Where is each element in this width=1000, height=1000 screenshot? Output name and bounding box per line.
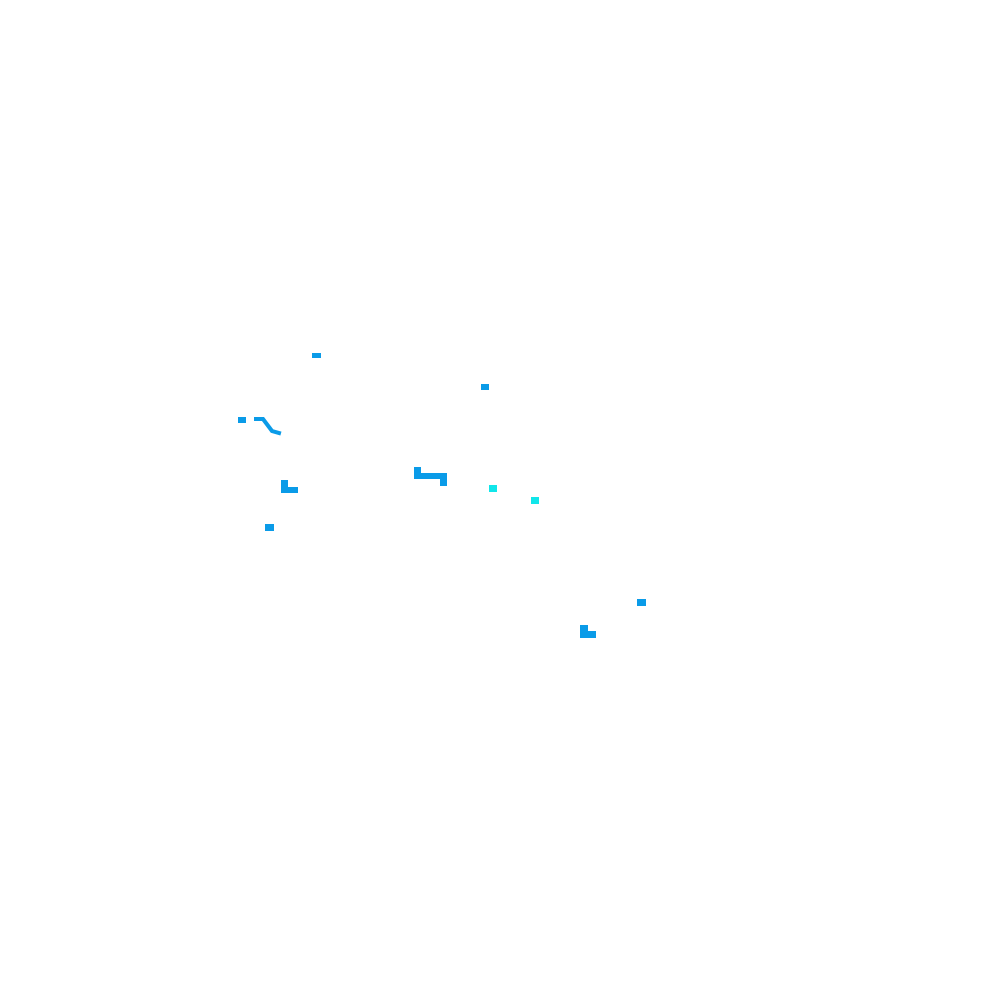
fragment-dash-2 <box>481 384 489 390</box>
fragment-piece <box>254 417 282 436</box>
fragment-dash-10 <box>637 599 646 606</box>
fragment-corner-11 <box>580 625 596 638</box>
fragment-hook-line-4 <box>254 417 282 436</box>
fragment-piece <box>481 384 489 390</box>
fragment-piece <box>312 353 321 358</box>
fragment-piece <box>531 497 539 504</box>
fragment-piece <box>281 487 298 493</box>
fragment-piece <box>580 631 596 638</box>
fragment-dash-9 <box>531 497 539 504</box>
fragment-piece <box>489 485 497 492</box>
fragment-corner-5 <box>281 480 298 493</box>
fragment-dash-6 <box>265 524 274 531</box>
fragment-piece <box>414 473 447 479</box>
fragment-bracket-7 <box>414 467 447 486</box>
fragment-dash-3 <box>238 417 246 423</box>
fragment-piece <box>238 417 246 423</box>
fragment-piece <box>281 480 288 493</box>
fragment-dash-8 <box>489 485 497 492</box>
fragment-dash-1 <box>312 353 321 358</box>
fragment-piece <box>265 524 274 531</box>
fragment-piece <box>440 473 447 486</box>
fragment-piece <box>637 599 646 606</box>
